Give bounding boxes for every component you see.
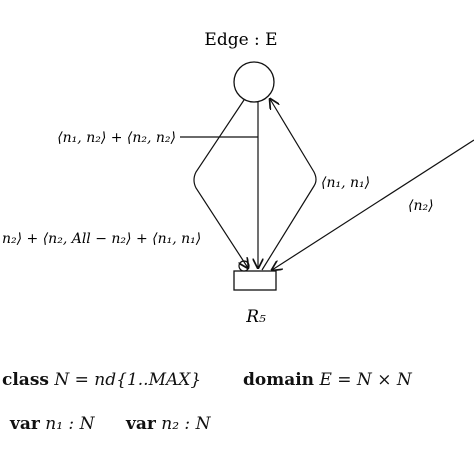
- var-n2-declaration: var n₂ : N: [126, 414, 210, 434]
- arc-r5-to-edge-right: [261, 99, 317, 271]
- edge-place-label: Edge : E: [204, 30, 277, 50]
- var-n1-definition: n₁ : N: [45, 414, 95, 434]
- var-n2-definition: n₂ : N: [161, 414, 211, 434]
- arc-edge-to-r5-left: [193, 99, 248, 268]
- var-n1-declaration: var n₁ : N: [10, 414, 94, 434]
- class-keyword: class: [2, 370, 49, 390]
- edge-place: [233, 61, 275, 103]
- transition-r5: [233, 270, 277, 291]
- transition-r5-label: R₅: [245, 307, 266, 327]
- arc-external-to-r5: [272, 139, 474, 270]
- var-n1-keyword: var: [10, 414, 40, 434]
- arc-label-left-top: ⟨n₁, n₂⟩ + ⟨n₂, n₂⟩: [57, 130, 176, 146]
- domain-keyword: domain: [243, 370, 315, 390]
- arc-label-left-bottom: n₂⟩ + ⟨n₂, All − n₂⟩ + ⟨n₁, n₁⟩: [2, 231, 201, 247]
- arc-label-right: ⟨n₁, n₁⟩: [321, 175, 370, 191]
- class-declaration: class N = nd{1..MAX}: [2, 370, 201, 390]
- class-definition: N = nd{1..MAX}: [54, 370, 202, 390]
- arc-label-external: ⟨n₂⟩: [408, 198, 434, 214]
- var-n2-keyword: var: [126, 414, 156, 434]
- domain-declaration: domain E = N × N: [243, 370, 412, 390]
- domain-definition: E = N × N: [319, 370, 412, 390]
